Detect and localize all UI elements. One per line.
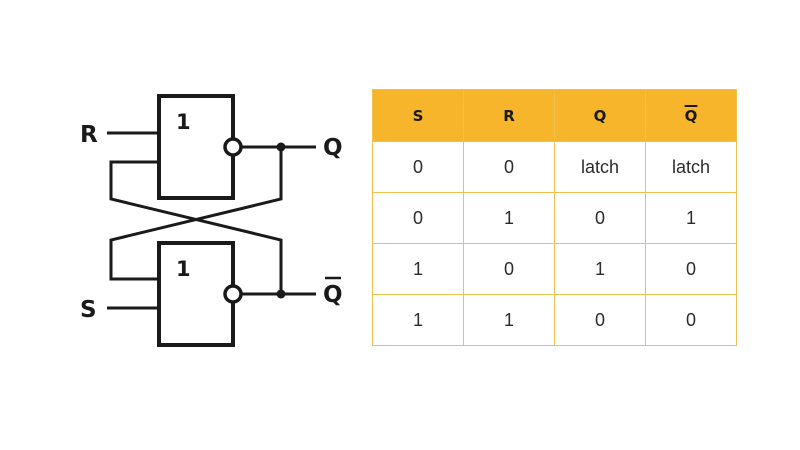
cell-q: 1 xyxy=(554,243,646,295)
lower-gate-inverter-bubble xyxy=(223,284,243,304)
r-input-label: R xyxy=(80,122,98,148)
cell-q-bar: 1 xyxy=(645,192,737,244)
header-s: S xyxy=(372,89,464,142)
truth-table: S R Q Q 0 0 latch latch 0 1 0 1 1 0 1 0 … xyxy=(372,89,737,346)
table-row: 1 0 1 0 xyxy=(372,243,737,295)
feedback-wire-qbar-to-upper-gate xyxy=(109,160,283,294)
qbar-output-label: Q xyxy=(323,282,343,308)
lower-nor-gate: 1 xyxy=(157,241,243,347)
sr-latch-diagram: 1 1 R S Q Q xyxy=(80,94,343,347)
feedback-wire-q-to-lower-gate xyxy=(109,147,283,281)
table-header-row: S R Q Q xyxy=(372,89,737,142)
header-q: Q xyxy=(554,89,646,142)
cell-r: 0 xyxy=(463,141,555,193)
lower-gate-box xyxy=(157,241,235,347)
s-input-label: S xyxy=(80,297,97,323)
cell-q: 0 xyxy=(554,192,646,244)
cell-q: 0 xyxy=(554,294,646,346)
q-junction-dot xyxy=(276,142,286,152)
table-row: 0 1 0 1 xyxy=(372,192,737,244)
qbar-junction-dot xyxy=(276,289,286,299)
cell-r: 1 xyxy=(463,294,555,346)
cell-s: 1 xyxy=(372,243,464,295)
cell-q-bar: 0 xyxy=(645,294,737,346)
table-row: 1 1 0 0 xyxy=(372,294,737,346)
header-q-bar-text: Q xyxy=(684,106,698,125)
cell-q: latch xyxy=(554,141,646,193)
cell-r: 1 xyxy=(463,192,555,244)
cell-r: 0 xyxy=(463,243,555,295)
cell-q-bar: 0 xyxy=(645,243,737,295)
cell-s: 0 xyxy=(372,192,464,244)
upper-gate-label: 1 xyxy=(176,110,191,134)
header-r: R xyxy=(463,89,555,142)
header-q-bar: Q xyxy=(645,89,737,142)
cell-q-bar: latch xyxy=(645,141,737,193)
lower-gate-label: 1 xyxy=(176,257,191,281)
cell-s: 0 xyxy=(372,141,464,193)
q-output-label: Q xyxy=(323,135,343,161)
table-row: 0 0 latch latch xyxy=(372,141,737,193)
upper-gate-box xyxy=(157,94,235,200)
upper-gate-inverter-bubble xyxy=(223,137,243,157)
cell-s: 1 xyxy=(372,294,464,346)
upper-nor-gate: 1 xyxy=(157,94,243,200)
